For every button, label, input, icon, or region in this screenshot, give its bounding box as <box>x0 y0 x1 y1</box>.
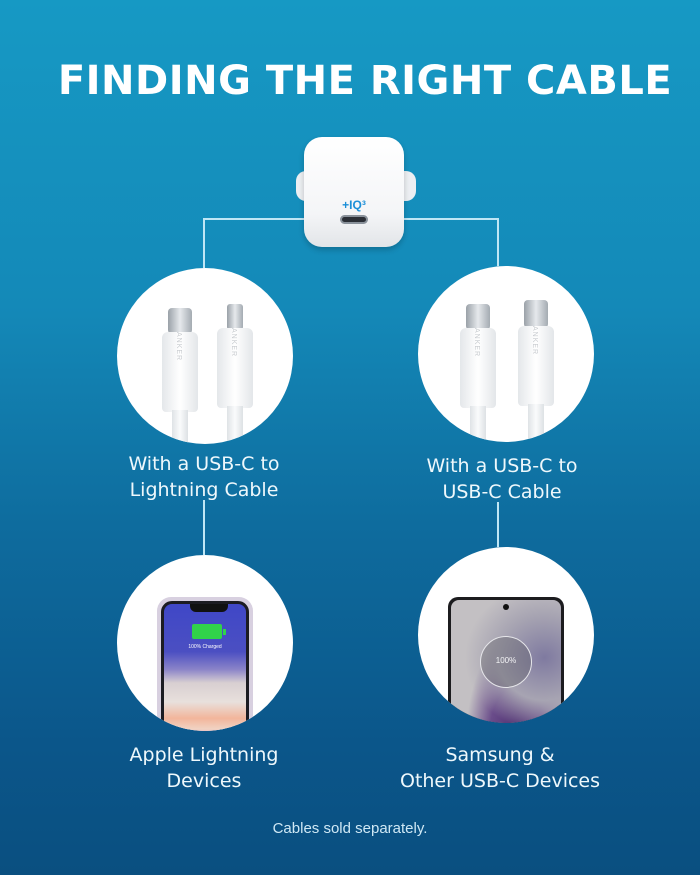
iphone-image: 100% Charged <box>157 597 253 731</box>
cable-label-lightning: With a USB-C to Lightning Cable <box>128 453 280 501</box>
samsung-phone-image: 100% <box>448 597 564 723</box>
usb-c-cable-end-icon: ANKER <box>518 300 554 442</box>
device-circle-samsung: 100% <box>418 547 594 723</box>
connector-right-top <box>497 218 499 266</box>
connector-left-mid <box>203 500 205 555</box>
charger-image: +IQ³ <box>290 137 420 249</box>
iq-logo: +IQ³ <box>342 198 366 212</box>
usb-c-cable-end-icon: ANKER <box>162 308 198 444</box>
cable-circle-usbc: ANKER ANKER <box>418 266 594 442</box>
device-circle-iphone: 100% Charged <box>117 555 293 731</box>
cable-circle-lightning: ANKER ANKER <box>117 268 293 444</box>
usb-c-port-icon <box>340 215 368 224</box>
usb-c-cable-end-icon: ANKER <box>460 304 496 442</box>
connector-right-mid <box>497 502 499 547</box>
device-label-apple: Apple Lightning Devices <box>129 744 279 792</box>
footnote: Cables sold separately. <box>272 820 428 837</box>
camera-icon <box>503 604 509 610</box>
device-label-samsung: Samsung & Other USB-C Devices <box>399 744 601 792</box>
lightning-cable-end-icon: ANKER <box>217 304 253 444</box>
charger-body: +IQ³ <box>304 137 404 247</box>
charge-ring: 100% <box>480 636 532 688</box>
cable-label-usbc: With a USB-C to USB-C Cable <box>426 455 578 503</box>
connector-left-top <box>203 218 205 268</box>
battery-icon <box>192 624 226 639</box>
page-title: FINDING THE RIGHT CABLE <box>57 58 673 104</box>
